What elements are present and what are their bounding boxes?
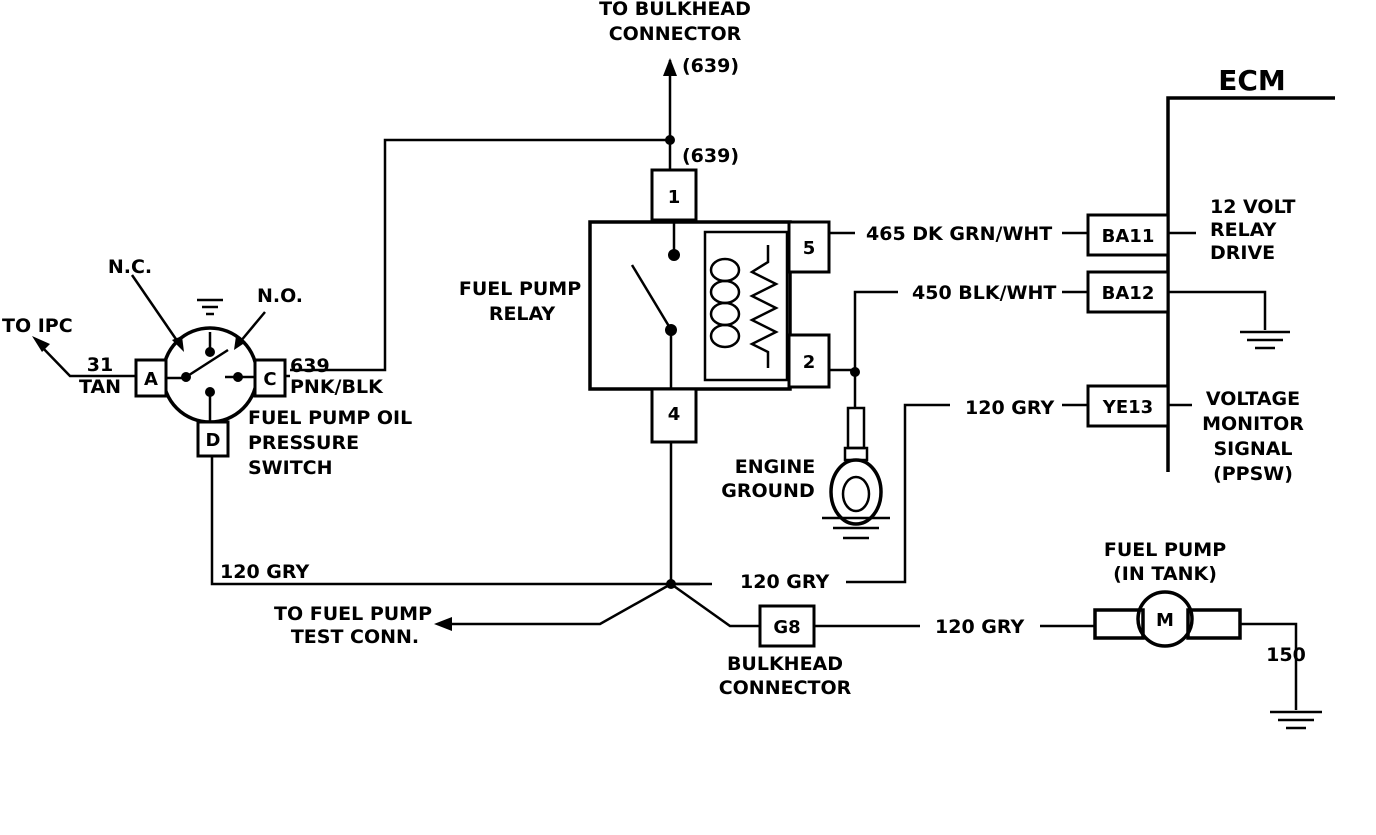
wire-120-left-label: 120 GRY — [220, 561, 309, 583]
pump-ground-icon — [1270, 710, 1322, 730]
relay-pin-4-box — [650, 387, 698, 444]
ecm-relay-drive-line3: DRIVE — [1210, 242, 1275, 264]
ecm-pin-ye13-label: YE13 — [1102, 397, 1153, 418]
wire-31-number: 31 — [87, 354, 113, 376]
relay-pin-5-label: 5 — [803, 238, 816, 259]
wire-120-pump-label: 120 GRY — [935, 616, 1024, 638]
switch-pin-d-label: D — [206, 430, 221, 451]
ecm-voltage-monitor-line4: (PPSW) — [1213, 463, 1293, 485]
circuit-639-upper: (639) — [682, 55, 739, 77]
wire-639-color: PNK/BLK — [290, 376, 384, 398]
fuel-pump-label-line2: (IN TANK) — [1113, 563, 1217, 585]
ecm-ground-icon — [1240, 330, 1290, 350]
switch-label-line2: PRESSURE — [248, 432, 359, 454]
arrow-test-conn-icon — [434, 617, 452, 631]
bulkhead-top-line2: CONNECTOR — [609, 23, 742, 45]
no-arrow-icon — [234, 336, 246, 350]
switch-label-line3: SWITCH — [248, 457, 333, 479]
ecm-pin-ba12-label: BA12 — [1102, 283, 1155, 304]
relay-label-line2: RELAY — [489, 303, 556, 325]
switch-nc-label: N.C. — [108, 256, 152, 278]
engine-ground-line2: GROUND — [721, 480, 814, 502]
to-ipc-label: TO IPC — [2, 315, 73, 337]
resistor-icon — [749, 245, 779, 368]
relay-pin-1-label: 1 — [668, 187, 681, 208]
test-conn-line2: TEST CONN. — [291, 626, 419, 648]
relay-pin-4-label: 4 — [668, 404, 681, 425]
fuel-pump-relay: 1 5 2 4 — [588, 168, 831, 444]
nc-arrow-icon — [172, 336, 184, 352]
arrow-ipc-icon — [32, 336, 50, 352]
feed-wire-639 — [290, 58, 677, 372]
relay-pin-2-box — [787, 333, 831, 389]
engine-ground-line1: ENGINE — [735, 456, 815, 478]
ecm-voltage-monitor-line1: VOLTAGE — [1206, 388, 1300, 410]
switch-label-line1: FUEL PUMP OIL — [248, 407, 412, 429]
fuel-pump-label-line1: FUEL PUMP — [1104, 539, 1226, 561]
wire-150-label: 150 — [1266, 644, 1306, 666]
fuel-pump-oil-pressure-switch: A C D — [130, 274, 287, 458]
wire-120-mid-label: 120 GRY — [740, 571, 829, 593]
engine-ground-icon — [822, 516, 890, 540]
coil-winding-icon — [709, 257, 741, 349]
relay-label-line1: FUEL PUMP — [459, 278, 581, 300]
ecm-pin-ba11 — [1086, 213, 1170, 257]
bulkhead-label-line1: BULKHEAD — [727, 653, 843, 675]
ecm-voltage-monitor-line3: SIGNAL — [1213, 438, 1292, 460]
ecm-relay-drive-line2: RELAY — [1210, 219, 1277, 241]
relay-pin-2-label: 2 — [803, 352, 816, 373]
relay-coil-housing — [703, 230, 789, 382]
wire-465-label: 465 DK GRN/WHT — [866, 223, 1052, 245]
relay-body — [588, 220, 792, 391]
relay-pin-1-box — [650, 168, 698, 222]
relay-pin-5-box — [787, 220, 831, 274]
switch-no-label: N.O. — [257, 285, 303, 307]
bulkhead-top-line1: TO BULKHEAD — [599, 0, 751, 20]
wire-31-color: TAN — [79, 376, 121, 398]
fuel-pump-motor: M — [1093, 590, 1322, 730]
bulkhead-pin-g8-label: G8 — [773, 617, 800, 638]
ecm-module: ECM BA11 BA12 YE13 12 VOLT RELAY DRIVE V… — [1086, 64, 1335, 485]
wire-450-label: 450 BLK/WHT — [912, 282, 1056, 304]
relay-contact-top — [668, 249, 680, 261]
ecm-pin-ba11-label: BA11 — [1102, 226, 1155, 247]
switch-pin-c-label: C — [263, 369, 276, 390]
motor-circle — [1136, 590, 1194, 648]
switch-pin-a-label: A — [144, 369, 158, 390]
bulkhead-label-line2: CONNECTOR — [719, 677, 852, 699]
ecm-relay-drive-line1: 12 VOLT — [1210, 196, 1296, 218]
motor-symbol: M — [1156, 610, 1174, 631]
wire-120-ecm-label: 120 GRY — [965, 397, 1054, 419]
ecm-pin-ba12 — [1086, 270, 1170, 314]
wire-639-number: 639 — [290, 355, 330, 377]
arrow-up-icon — [663, 58, 677, 76]
switch-ground-icon — [197, 298, 223, 316]
engine-ground-terminal — [822, 372, 890, 540]
test-conn-line1: TO FUEL PUMP — [274, 603, 432, 625]
circuit-639-lower: (639) — [682, 145, 739, 167]
ecm-voltage-monitor-line2: MONITOR — [1202, 413, 1304, 435]
ecm-title: ECM — [1218, 64, 1286, 97]
